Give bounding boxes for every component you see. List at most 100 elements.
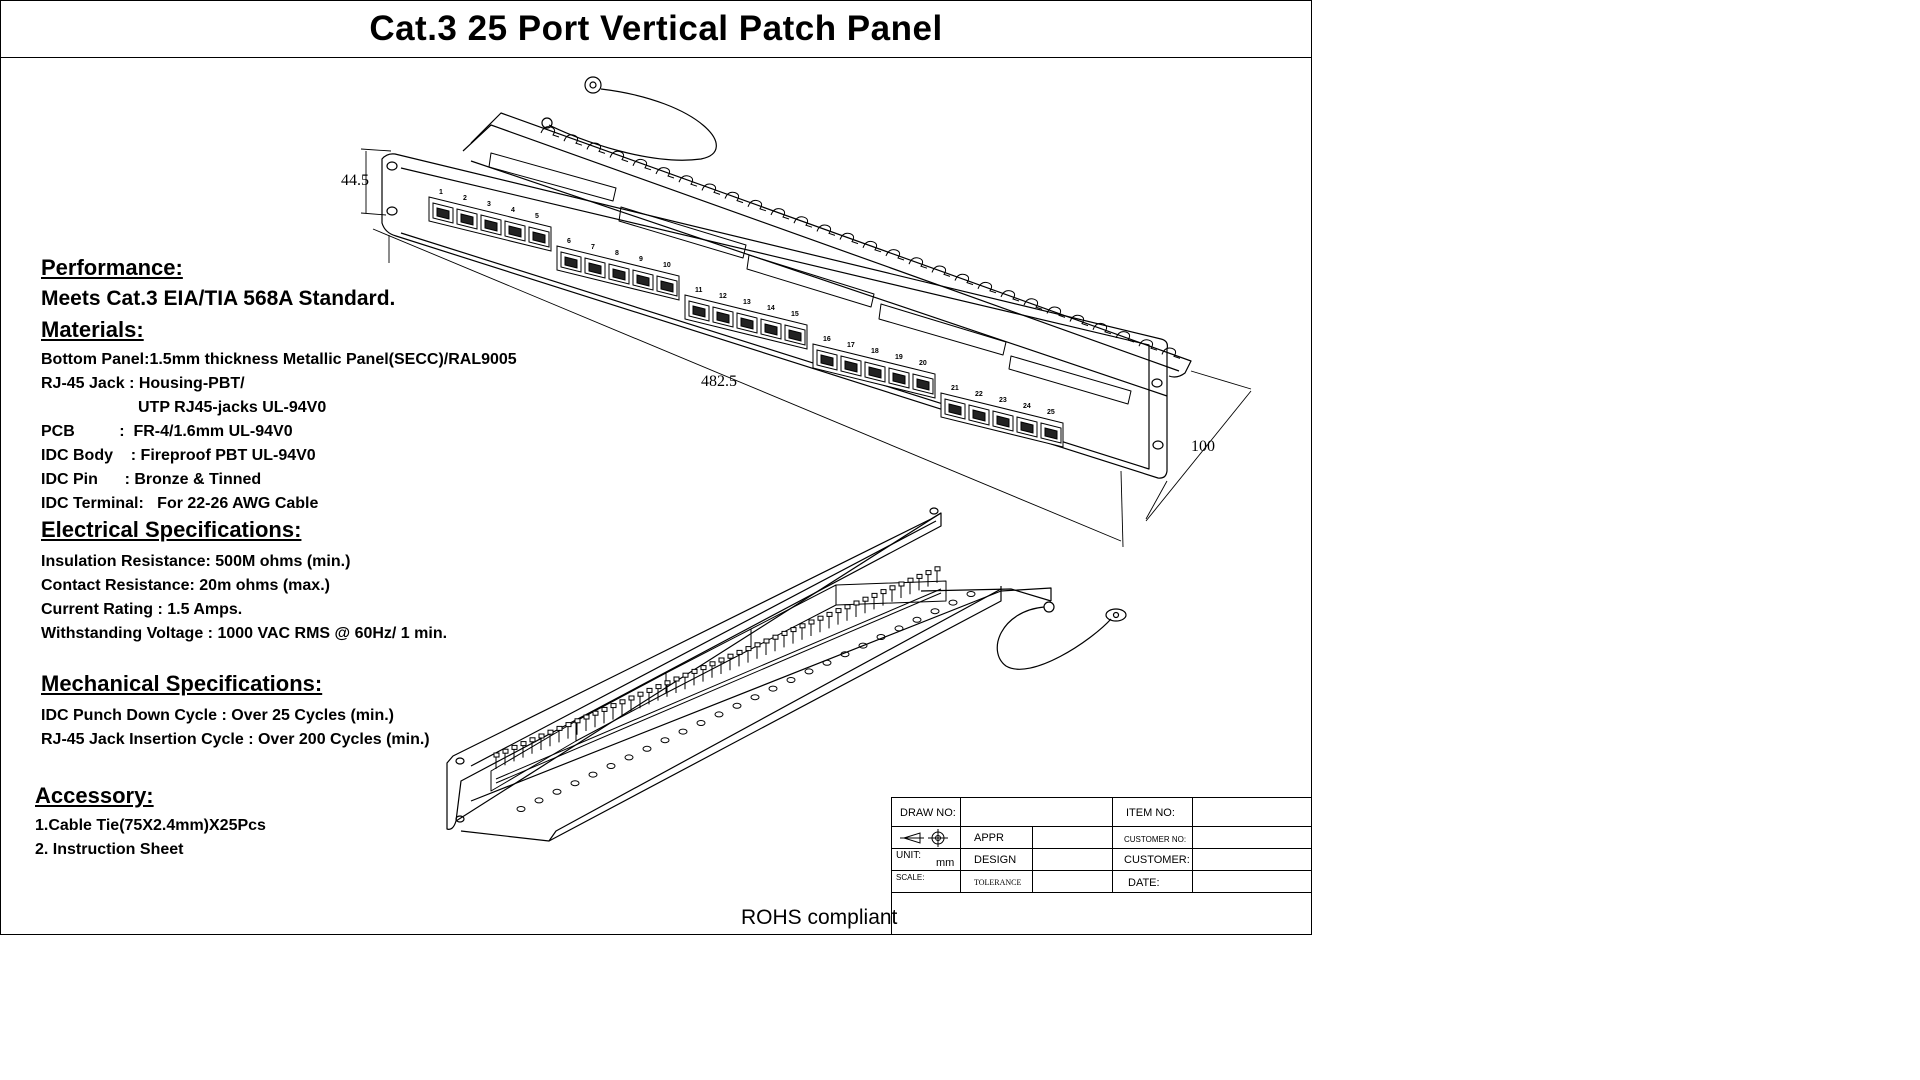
cable-tie-slot [678, 728, 688, 735]
cable-tie-hook [1161, 347, 1181, 359]
port-number: 18 [871, 348, 879, 355]
rj45-port-opening [692, 305, 706, 318]
electrical-heading: Electrical Specifications: [41, 517, 302, 542]
cable-tie-slot [804, 668, 814, 675]
idc-contact-cap [871, 592, 878, 598]
front-panel-top-view [381, 153, 1168, 479]
rj45-port-opening [436, 207, 450, 220]
cable-tie-slot [786, 677, 796, 683]
cable-management-bar [462, 112, 1192, 397]
customer-label: CUSTOMER: [1124, 854, 1190, 866]
materials-line: Bottom Panel:1.5mm thickness Metallic Pa… [41, 351, 517, 368]
date-label: DATE: [1128, 877, 1160, 889]
cable-tie-hook [609, 150, 629, 163]
port-number: 21 [951, 385, 959, 392]
idc-contact-cap [772, 634, 779, 640]
materials-line: IDC Terminal: For 22-26 AWG Cable [41, 495, 319, 512]
idc-contacts [493, 566, 941, 769]
idc-contact-cap [637, 691, 644, 697]
cable-tie-slot [822, 659, 832, 666]
rj45-port-opening [508, 225, 522, 238]
idc-contact-cap [826, 611, 833, 617]
title-bar: Cat.3 25 Port Vertical Patch Panel [1, 1, 1311, 58]
cable-tie-slot [768, 685, 778, 692]
rj45-port-opening [460, 213, 474, 226]
port-number: 14 [767, 305, 775, 312]
drawing-sheet: Cat.3 25 Port Vertical Patch Panel [0, 0, 1312, 935]
idc-contact-cap [493, 752, 500, 758]
cable-tie-slot [732, 702, 742, 709]
page-title: Cat.3 25 Port Vertical Patch Panel [369, 9, 943, 48]
idc-contact-cap [709, 661, 716, 667]
ground-wire-top [541, 76, 717, 161]
cable-tie-hook [816, 224, 836, 236]
cable-tie-slot [642, 745, 652, 752]
performance-line: Meets Cat.3 EIA/TIA 568A Standard. [41, 287, 396, 310]
cable-tie-hook [954, 273, 974, 286]
tolerance-label: TOLERANCE [974, 878, 1022, 887]
port-number: 8 [615, 250, 619, 257]
port-labels: 1234567891011121314151617181920212223242… [439, 189, 1055, 416]
idc-contact-cap [655, 684, 662, 690]
port-number: 6 [567, 238, 571, 245]
cable-tie-hook [977, 281, 997, 294]
port-number: 2 [463, 195, 467, 202]
unit-value: mm [936, 857, 955, 869]
cable-tie-hook [1092, 322, 1112, 335]
rj45-port-opening [820, 354, 834, 367]
port-number: 25 [1047, 409, 1055, 416]
port-number: 11 [695, 287, 703, 294]
cable-tie-hook [793, 216, 813, 228]
idc-contact-cap [790, 627, 797, 633]
cable-tie-hook [540, 126, 560, 138]
cable-tie-hook [678, 175, 698, 187]
cable-tie-slot [750, 694, 760, 701]
idc-contact-cap [700, 665, 707, 671]
port-number: 1 [439, 189, 443, 196]
port-number: 9 [639, 256, 643, 263]
idc-contact-cap [727, 653, 734, 659]
design-label: DESIGN [974, 854, 1017, 866]
rj45-port-opening [588, 262, 602, 275]
dimension-width: 482.5 [701, 373, 737, 390]
materials-line: IDC Pin : Bronze & Tinned [41, 471, 262, 488]
cable-tie-hook [701, 183, 721, 195]
materials-heading: Materials: [41, 317, 144, 342]
idc-contact-cap [664, 680, 671, 686]
cable-tie-slot [570, 780, 580, 787]
idc-contact-cap [835, 608, 842, 614]
cable-tie-hook [632, 158, 652, 171]
port-number: 3 [487, 201, 491, 208]
idc-contact-cap [736, 649, 743, 655]
cable-tie-slot [912, 616, 922, 623]
rj45-port-opening [612, 268, 626, 281]
cable-tie-slot [930, 608, 940, 615]
cable-tie-slot [534, 797, 544, 804]
cable-tie-hook [586, 142, 606, 154]
cable-tie-hook [747, 199, 767, 212]
item-no-label: ITEM NO: [1126, 807, 1175, 819]
idc-contact-cap [880, 589, 887, 595]
cable-tie-slot [606, 763, 616, 769]
cable-tie-hook [908, 257, 928, 269]
port-number: 22 [975, 391, 983, 398]
idc-contact-cap [619, 699, 626, 705]
idc-contact-cap [511, 744, 518, 750]
port-number: 5 [535, 213, 539, 220]
projection-symbol-icon [900, 829, 948, 847]
rj45-port-opening [484, 219, 498, 232]
cable-tie-hook [1069, 314, 1089, 327]
customer-no-label: CUSTOMER NO: [1124, 835, 1187, 844]
port-number: 23 [999, 397, 1007, 404]
rear-pcb-boards [488, 152, 1132, 405]
port-number: 17 [847, 342, 855, 349]
scale-label: SCALE: [896, 873, 925, 882]
cable-tie-hook [655, 167, 675, 179]
rj45-port-opening [996, 415, 1010, 428]
idc-contact-cap [808, 619, 815, 625]
rj45-port-opening [788, 329, 802, 342]
idc-contact-cap [844, 604, 851, 610]
cable-tie-slot [858, 642, 868, 649]
idc-contact-cap [682, 672, 689, 678]
idc-contact-cap [862, 596, 869, 602]
